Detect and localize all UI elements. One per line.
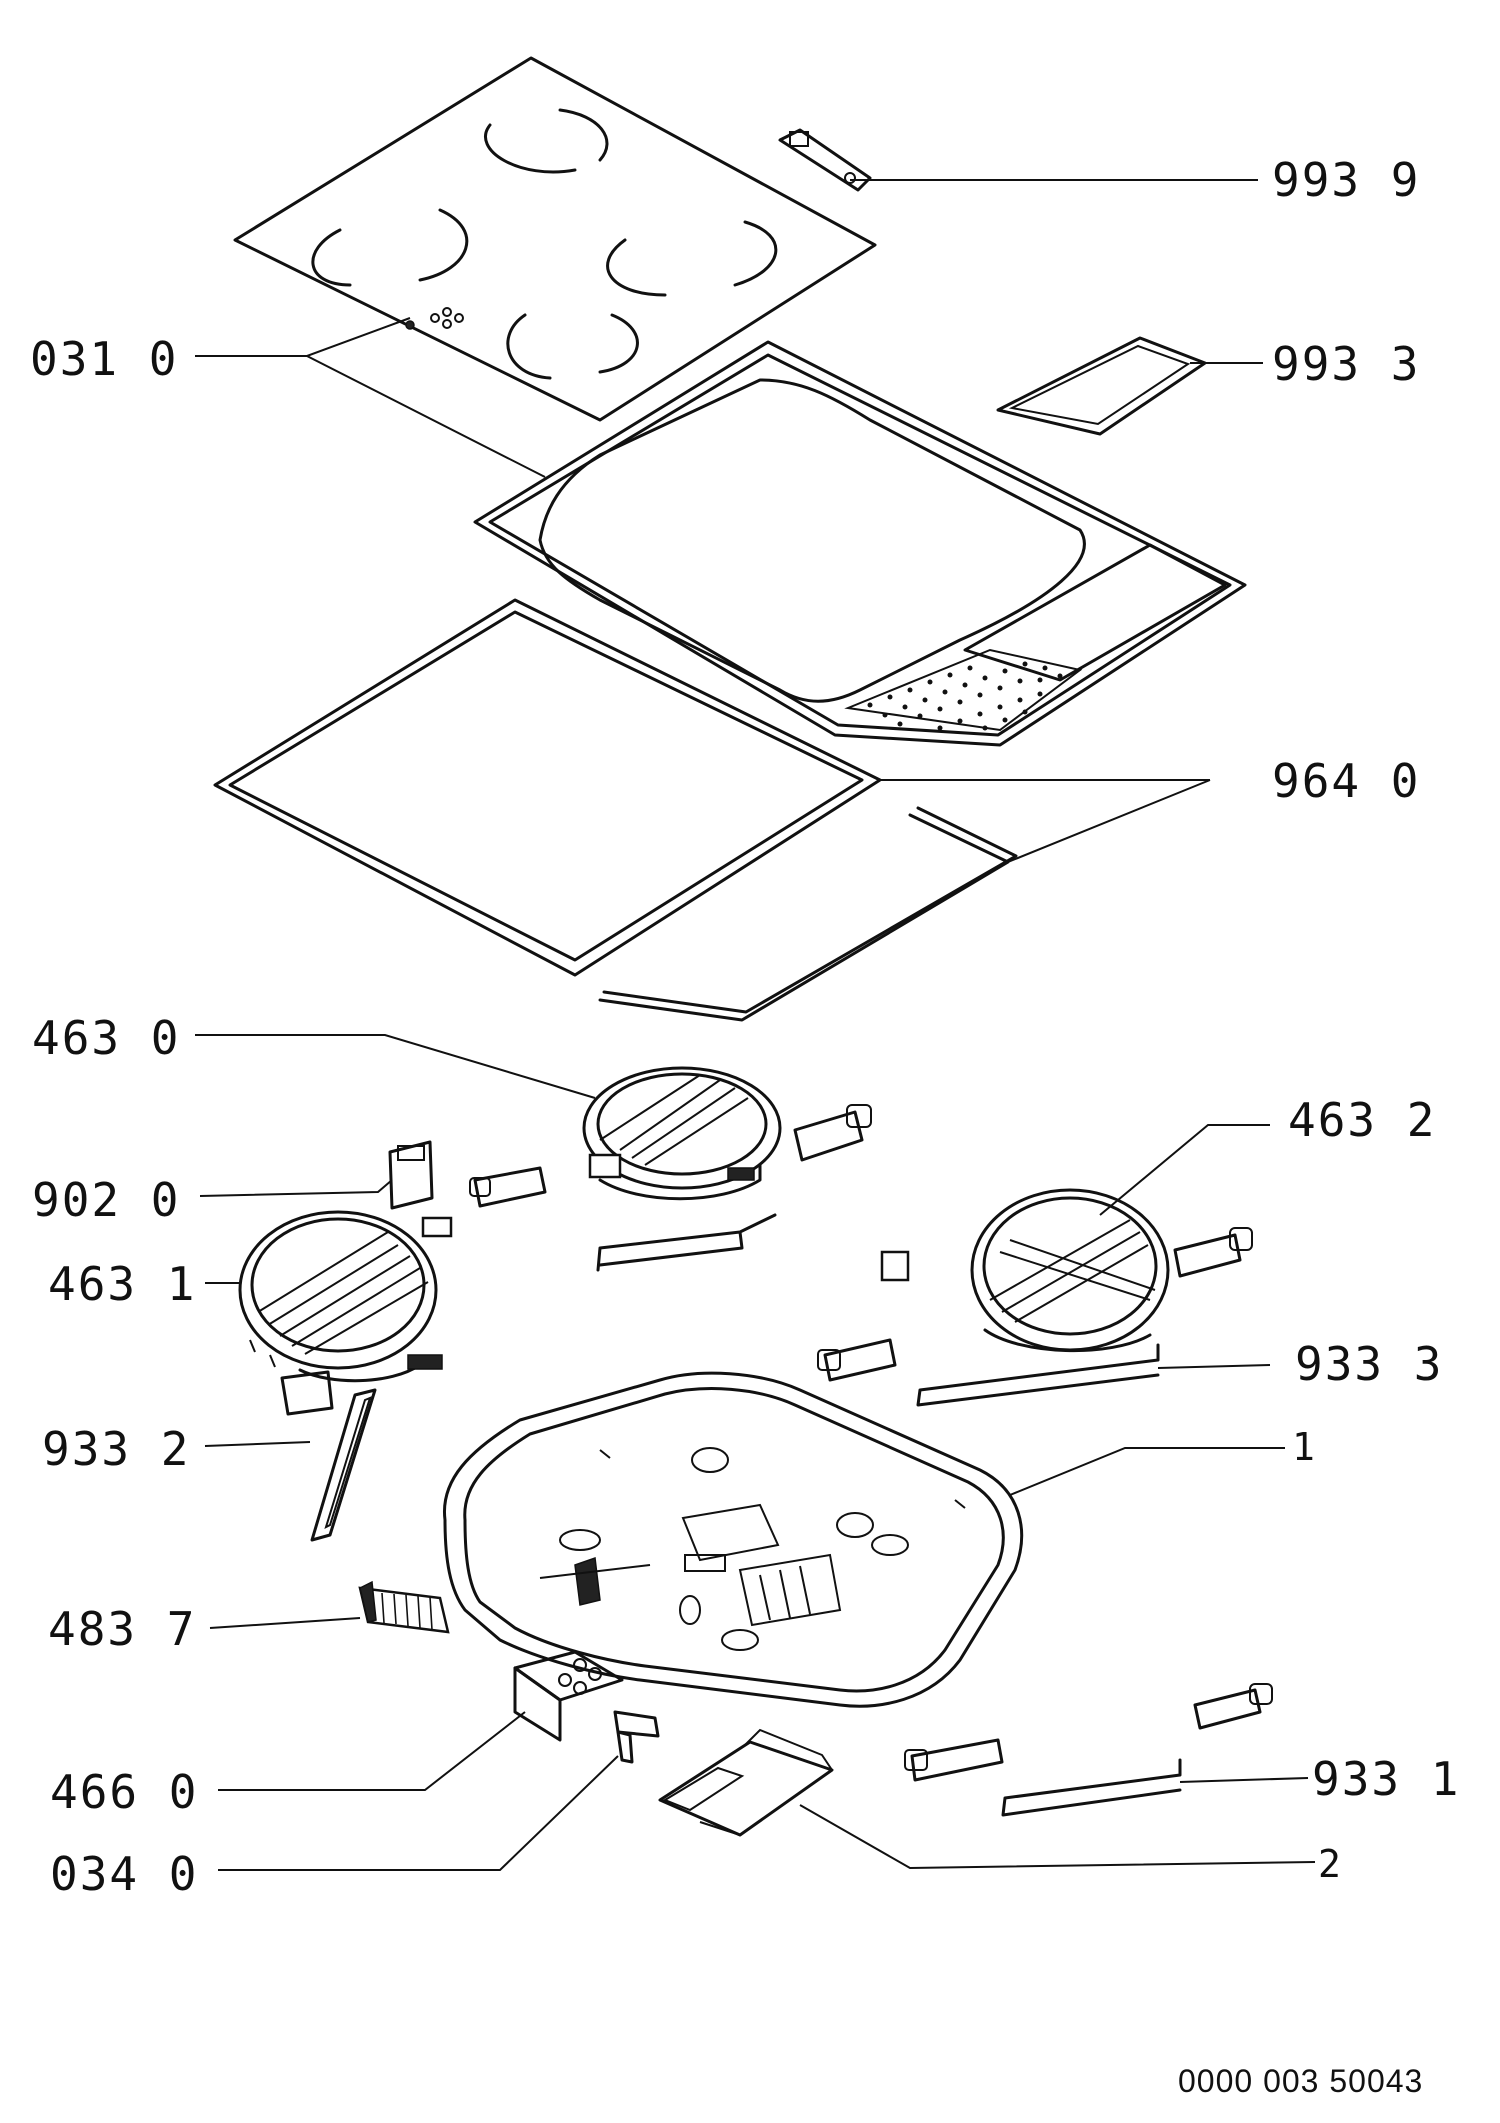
dotted-grille xyxy=(867,661,1063,731)
terminal-brackets xyxy=(280,1104,1273,1817)
glass-cooktop xyxy=(233,56,877,422)
label-2: 2 xyxy=(1318,1842,1341,1886)
label-031-0: 031 0 xyxy=(30,332,178,386)
switch-bracket xyxy=(513,1650,624,1742)
label-463-2: 463 2 xyxy=(1288,1093,1436,1147)
small-frame xyxy=(996,336,1207,436)
label-463-1: 463 1 xyxy=(48,1257,196,1311)
label-933-1: 933 1 xyxy=(1312,1752,1460,1806)
label-964-0: 964 0 xyxy=(1272,754,1420,808)
terminal-block xyxy=(358,1580,450,1634)
label-933-2: 933 2 xyxy=(42,1422,190,1476)
hob-frame xyxy=(473,340,1247,747)
heating-element-463-2 xyxy=(880,1188,1170,1353)
heating-element-463-0 xyxy=(582,1066,782,1201)
label-483-7: 483 7 xyxy=(48,1602,196,1656)
label-933-3: 933 3 xyxy=(1295,1337,1443,1391)
gasket-rectangular xyxy=(213,598,882,977)
label-902-0: 902 0 xyxy=(32,1173,180,1227)
cover-plate xyxy=(658,1728,834,1837)
label-1: 1 xyxy=(1292,1425,1315,1469)
label-466-0: 466 0 xyxy=(50,1765,198,1819)
label-993-3: 993 3 xyxy=(1272,337,1420,391)
heating-element-463-1 xyxy=(238,1210,453,1383)
label-034-0: 034 0 xyxy=(50,1847,198,1901)
base-tray xyxy=(442,1371,1023,1708)
small-clip xyxy=(613,1710,660,1764)
label-463-0: 463 0 xyxy=(32,1011,180,1065)
part-labels: 993 9 993 3 031 0 964 0 463 0 463 2 902 … xyxy=(30,153,1460,2099)
gasket-strip xyxy=(598,806,1018,1022)
leader-lines xyxy=(195,179,1316,1871)
label-993-9: 993 9 xyxy=(1272,153,1420,207)
document-number: 0000 003 50043 xyxy=(1178,2063,1423,2099)
sensor-bracket xyxy=(778,128,872,192)
